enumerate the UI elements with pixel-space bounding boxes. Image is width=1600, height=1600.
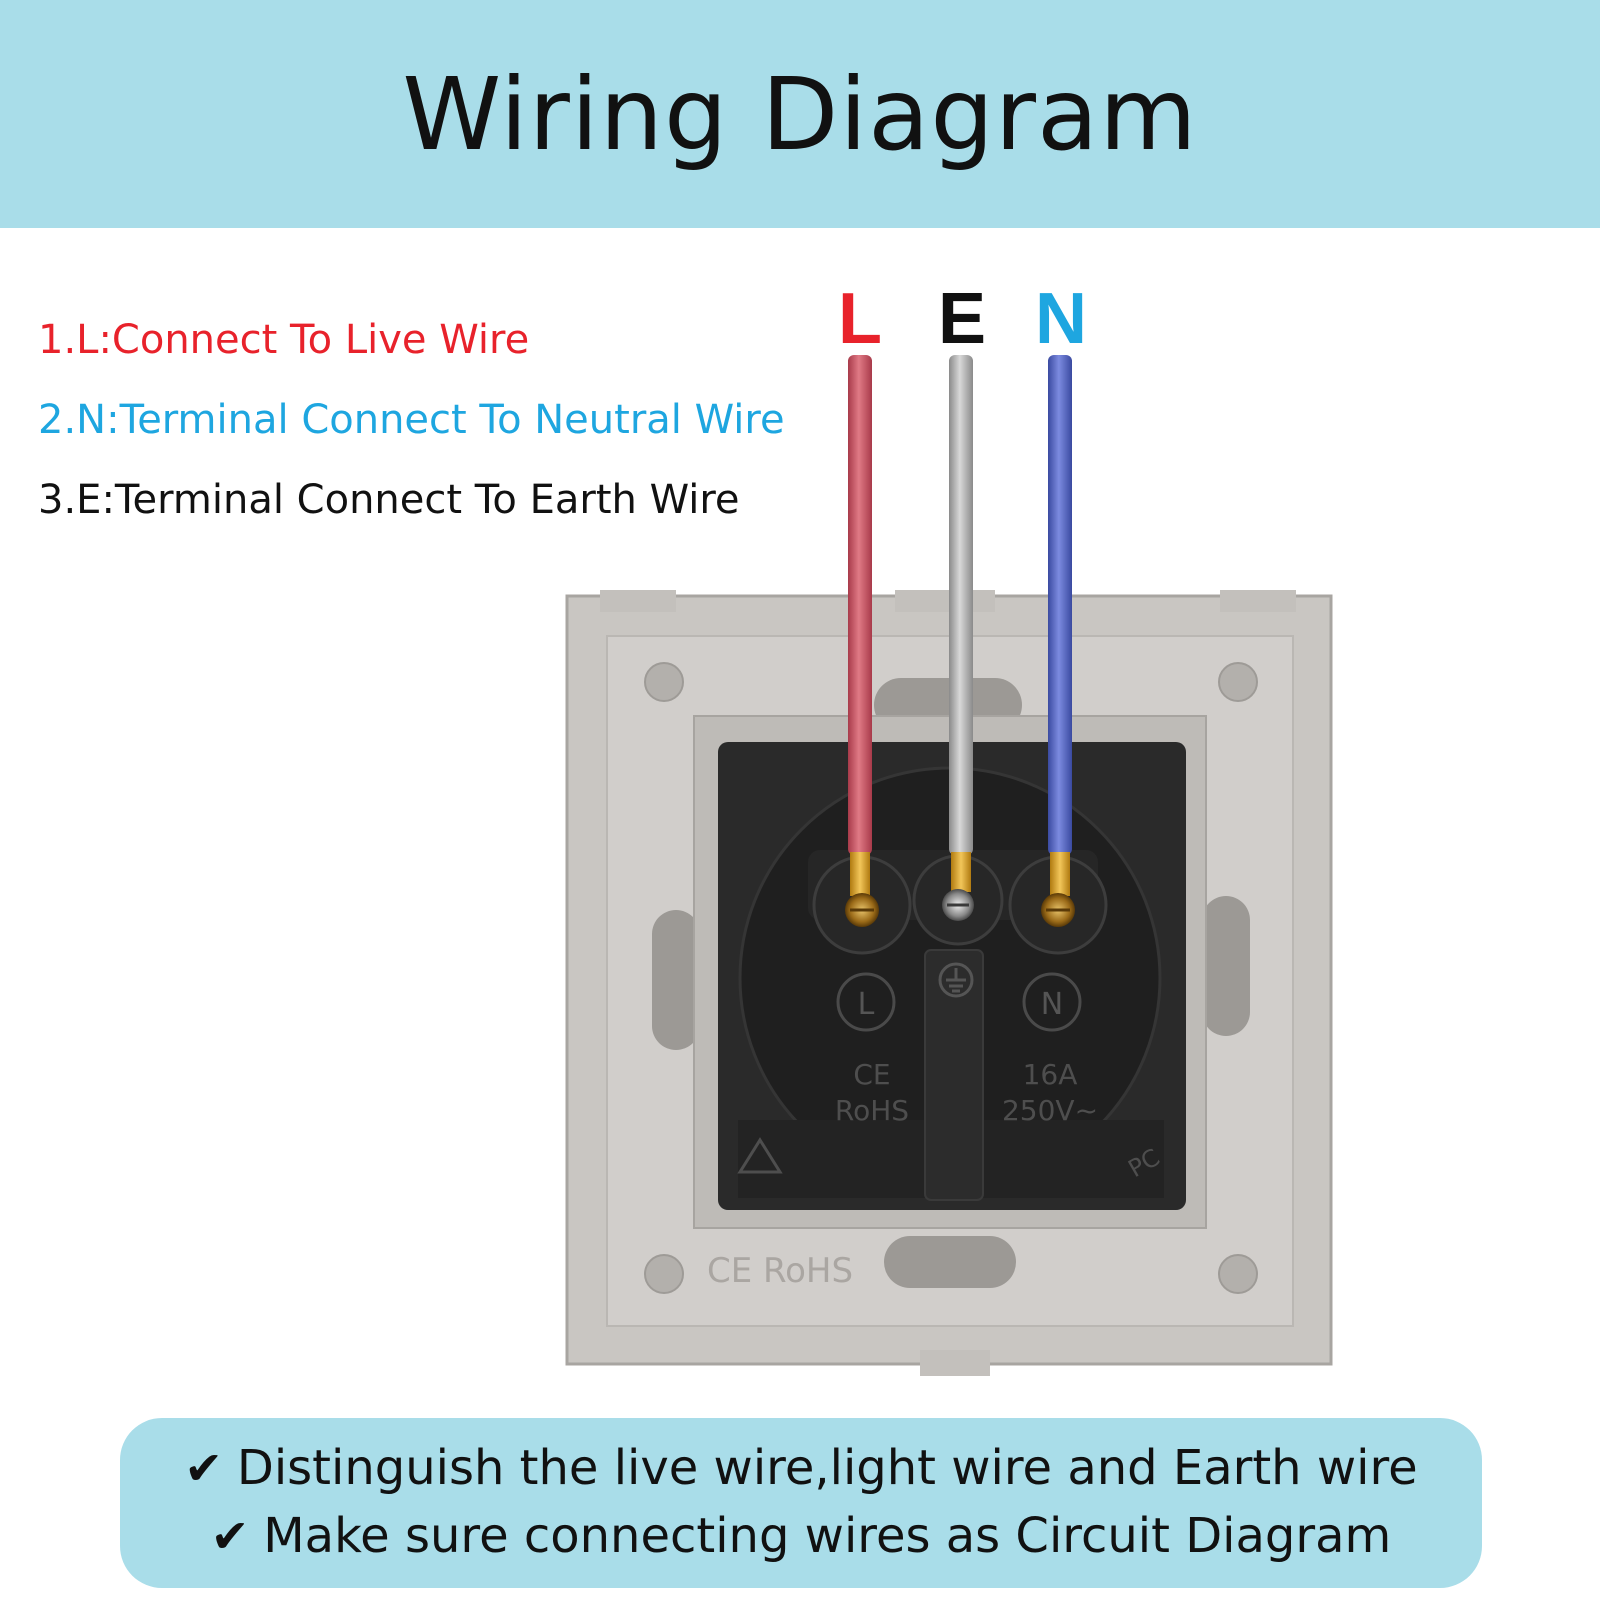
legend-item-live: 1.L:Connect To Live Wire — [38, 317, 530, 363]
tip-line-2: ✔ Make sure connecting wires as Circuit … — [120, 1502, 1482, 1570]
tip-text-2: Make sure connecting wires as Circuit Di… — [263, 1508, 1392, 1564]
earth-wire — [949, 355, 973, 892]
title-banner: Wiring Diagram — [0, 0, 1600, 228]
neutral-wire — [1048, 355, 1072, 896]
wiring-legend: 1.L:Connect To Live Wire 2.N:Terminal Co… — [38, 312, 785, 552]
terminal-n-marking — [1022, 972, 1082, 1032]
plate-ce-rohs-mark: CE RoHS — [707, 1251, 853, 1291]
socket-wiring-diagram: L N CE RoHS 16A 250V~ PC CE RoHS — [565, 355, 1333, 1376]
rating-current: 16A — [1023, 1058, 1078, 1091]
legend-item-neutral: 2.N:Terminal Connect To Neutral Wire — [38, 397, 785, 443]
earth-symbol-icon — [938, 962, 974, 998]
wire-letter-live: L — [838, 279, 882, 359]
rating-voltage: 250V~ — [1002, 1094, 1098, 1127]
legend-item-earth: 3.E:Terminal Connect To Earth Wire — [38, 477, 740, 523]
wire-letter-neutral: N — [1035, 279, 1087, 359]
check-icon: ✔ — [184, 1441, 223, 1495]
tip-text-1: Distinguish the live wire,light wire and… — [236, 1440, 1418, 1496]
live-wire — [848, 355, 872, 896]
page-title: Wiring Diagram — [402, 55, 1198, 173]
terminal-l-label: L — [858, 987, 875, 1022]
wire-letter-earth: E — [937, 279, 987, 359]
tip-line-1: ✔ Distinguish the live wire,light wire a… — [120, 1434, 1482, 1502]
terminal-n-label: N — [1041, 987, 1063, 1022]
check-icon: ✔ — [210, 1509, 250, 1563]
recycle-icon — [737, 1137, 783, 1174]
ce-mark: CE — [853, 1058, 890, 1091]
terminal-l-marking — [836, 972, 896, 1032]
rohs-mark: RoHS — [835, 1094, 909, 1127]
tips-banner: ✔ Distinguish the live wire,light wire a… — [120, 1418, 1482, 1588]
